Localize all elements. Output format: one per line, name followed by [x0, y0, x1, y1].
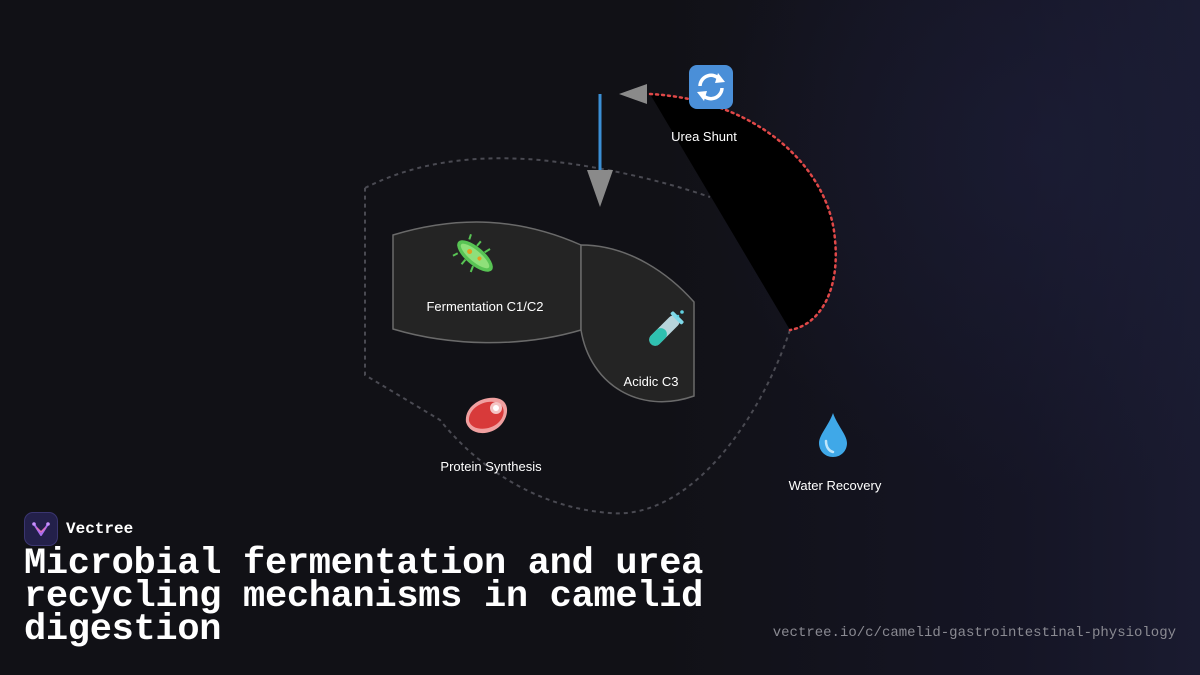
- source-url[interactable]: vectree.io/c/camelid-gastrointestinal-ph…: [772, 625, 1176, 641]
- brand-name: Vectree: [66, 520, 134, 538]
- page-title: Microbial fermentation and urea recyclin…: [24, 543, 704, 651]
- tract-outline: [364, 157, 791, 515]
- fermentation-label: Fermentation C1/C2: [426, 299, 544, 314]
- urea-recycling-path: [648, 92, 838, 332]
- microbe-icon: [450, 231, 500, 285]
- urea-return-arrowhead: [619, 84, 647, 104]
- droplet-icon: [815, 411, 851, 463]
- protein-label: Protein Synthesis: [440, 459, 542, 474]
- brand: Vectree: [24, 512, 133, 546]
- water-label: Water Recovery: [788, 478, 882, 493]
- inflow-arrowhead: [587, 170, 613, 207]
- urea-shunt-label: Urea Shunt: [671, 129, 737, 144]
- counterclockwise-arrows-icon: [688, 64, 734, 114]
- test-tube-icon: [638, 307, 688, 361]
- vectree-logo-icon: [24, 512, 58, 546]
- acidic-label: Acidic C3: [623, 374, 679, 389]
- urea-shunt-region: [650, 94, 836, 330]
- acidic-compartment: [580, 244, 695, 403]
- meat-icon: [460, 392, 512, 444]
